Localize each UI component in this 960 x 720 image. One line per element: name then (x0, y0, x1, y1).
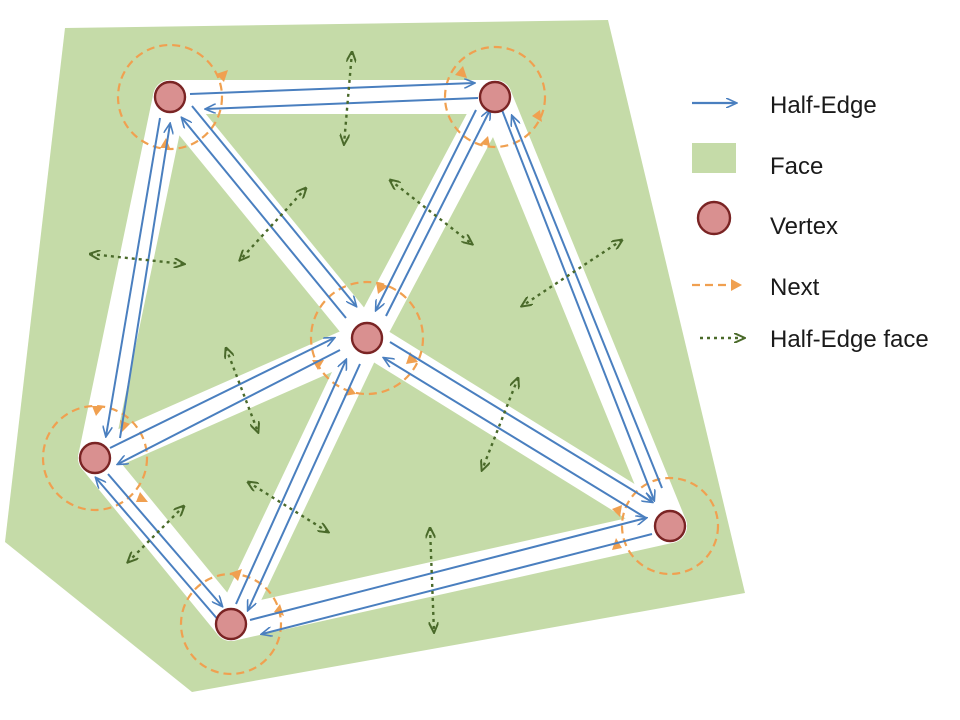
legend-vertex-label: Vertex (770, 213, 838, 240)
vertex (653, 509, 687, 543)
legend-half-edge-label: Half-Edge (770, 92, 877, 119)
face-swatch-icon (692, 143, 736, 173)
face-pointer (90, 254, 184, 264)
vertices (78, 80, 687, 641)
legend: Half-Edge Face Vertex Next Half-Edge fac… (692, 92, 929, 353)
half-edge (249, 518, 646, 621)
vertex (214, 607, 248, 641)
half-edge (109, 338, 334, 449)
face-pointer (128, 506, 184, 562)
face-pointer (248, 482, 328, 532)
half-edge-face-pointers (90, 52, 622, 632)
face-pointer (430, 528, 434, 632)
face-pointer (482, 378, 518, 470)
face-pointer (240, 188, 306, 260)
legend-face-label: Face (770, 153, 823, 180)
half-edge (189, 83, 474, 95)
legend-next-label: Next (770, 274, 820, 301)
vertex (153, 80, 187, 114)
half-edge (106, 117, 161, 436)
vertex (78, 441, 112, 475)
half-edge (262, 533, 653, 634)
next-arcs (41, 43, 720, 676)
half-edge (119, 124, 170, 439)
vertex-circle-icon (696, 200, 732, 236)
vertex (350, 321, 384, 355)
face-pointer (344, 52, 352, 144)
legend-half-edge-face-label: Half-Edge face (770, 326, 929, 353)
half-edge (389, 341, 652, 502)
vertex (478, 80, 512, 114)
face-pointer (226, 348, 258, 432)
face-pointer (522, 240, 622, 306)
face-pointer (390, 180, 472, 244)
